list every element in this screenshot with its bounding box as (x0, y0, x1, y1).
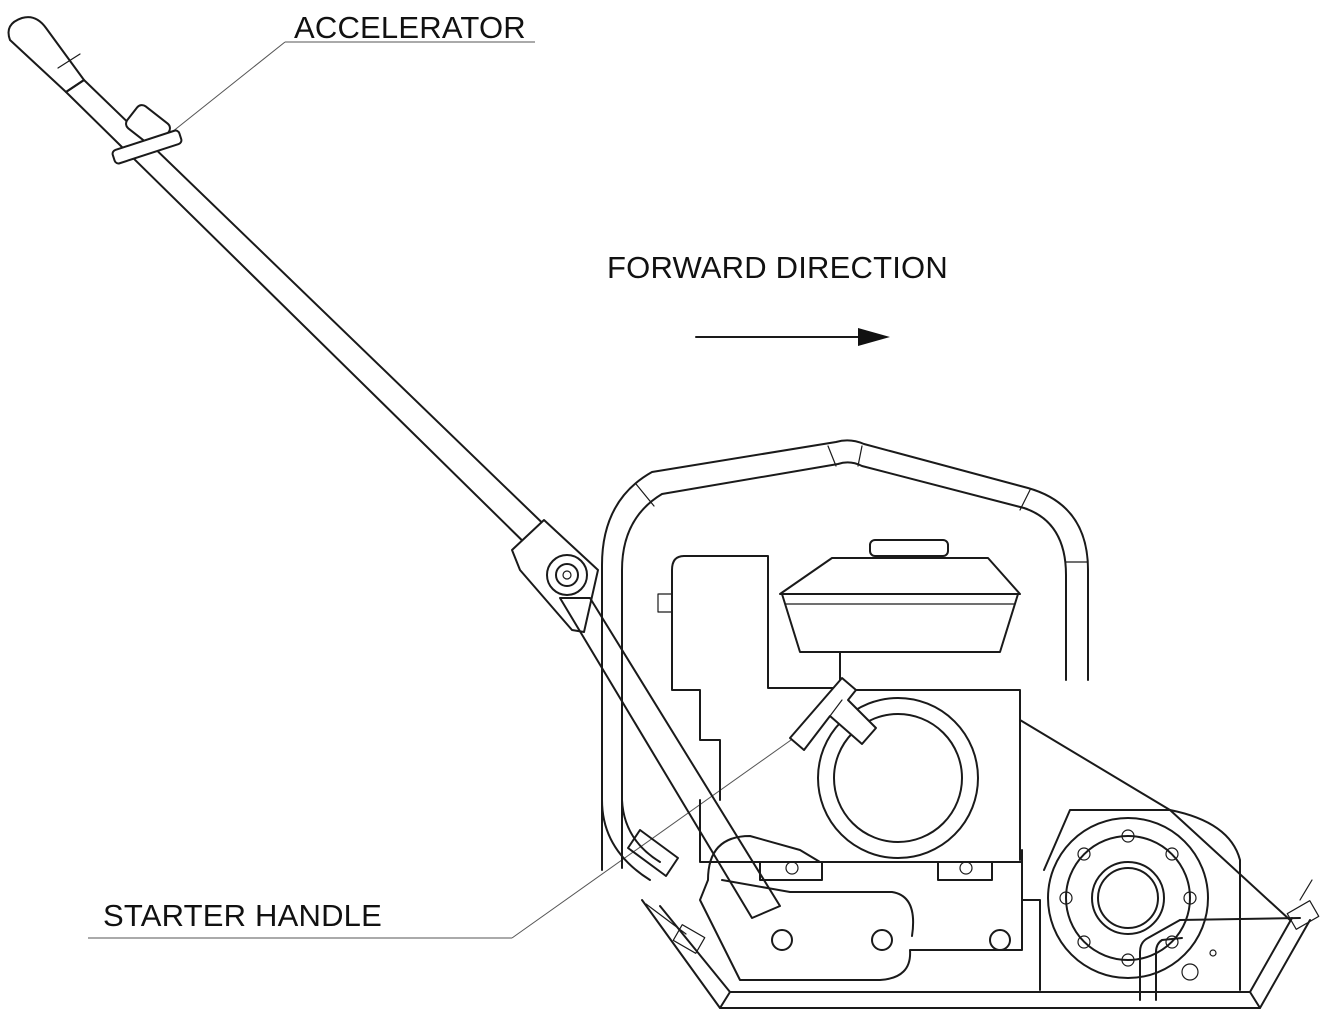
handle-bracket (628, 830, 1022, 980)
operating-handle (9, 17, 781, 918)
forward-direction-label: FORWARD DIRECTION (607, 252, 948, 283)
accelerator-leader-line (162, 42, 535, 140)
accelerator-lever (112, 103, 183, 165)
base-plate (642, 720, 1319, 1008)
forward-direction-arrow (696, 328, 890, 346)
accelerator-label: ACCELERATOR (294, 12, 526, 43)
starter-handle-label: STARTER HANDLE (103, 900, 382, 931)
